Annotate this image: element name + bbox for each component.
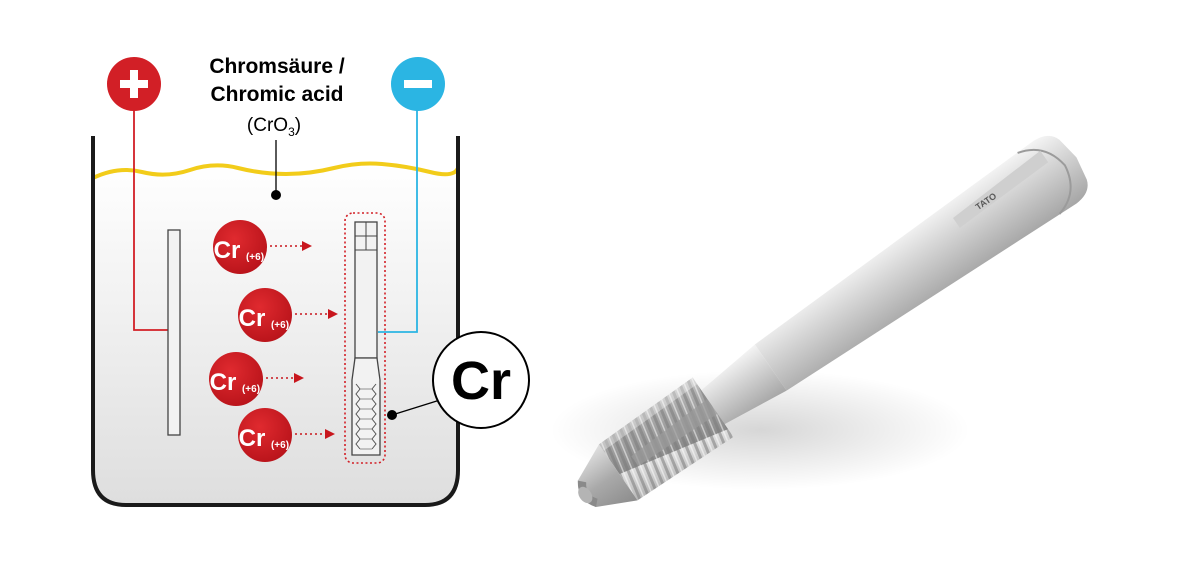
- chromium-ion: Cr (+6): [209, 352, 304, 406]
- cathode-wire: [378, 108, 418, 333]
- acid-formula: (CrO3): [247, 115, 301, 139]
- liquid-surface: [92, 161, 460, 180]
- tank-outline: [91, 136, 460, 507]
- svg-text:Cr: Cr: [239, 425, 266, 452]
- anode-plate: [167, 229, 181, 436]
- svg-text:Cr: Cr: [239, 305, 266, 332]
- deposit-pointer-dot: [387, 410, 397, 420]
- chromium-ion: Cr (+6): [238, 288, 338, 342]
- svg-text:(+6): (+6): [271, 320, 289, 331]
- deposit-pointer-line: [391, 399, 441, 416]
- deposit-label: Cr: [451, 351, 511, 411]
- electroplating-diagram: + − Chromsäure / Chromic acid (CrO3) Cr …: [91, 55, 530, 507]
- acid-label-de: Chromsäure /: [209, 55, 345, 78]
- anode-wire: [133, 108, 168, 331]
- chromium-ion: Cr (+6): [213, 220, 312, 274]
- svg-text:Cr: Cr: [210, 369, 237, 396]
- anode-plus-icon: [107, 57, 161, 111]
- acid-label-en: Chromic acid: [210, 83, 343, 106]
- tap-tool-photo: TATO: [550, 135, 1088, 508]
- cathode-minus-icon: [391, 57, 445, 111]
- svg-text:Cr: Cr: [214, 237, 241, 264]
- svg-text:(+6): (+6): [242, 384, 260, 395]
- acid-pointer-dot: [271, 190, 281, 200]
- deposit-callout-circle: [432, 331, 530, 429]
- svg-text:(+6): (+6): [246, 252, 264, 263]
- svg-text:(+6): (+6): [271, 440, 289, 451]
- chromium-ion: Cr (+6): [238, 408, 335, 462]
- plating-zone-outline: [344, 212, 386, 464]
- tap-tool-schematic: [344, 212, 386, 464]
